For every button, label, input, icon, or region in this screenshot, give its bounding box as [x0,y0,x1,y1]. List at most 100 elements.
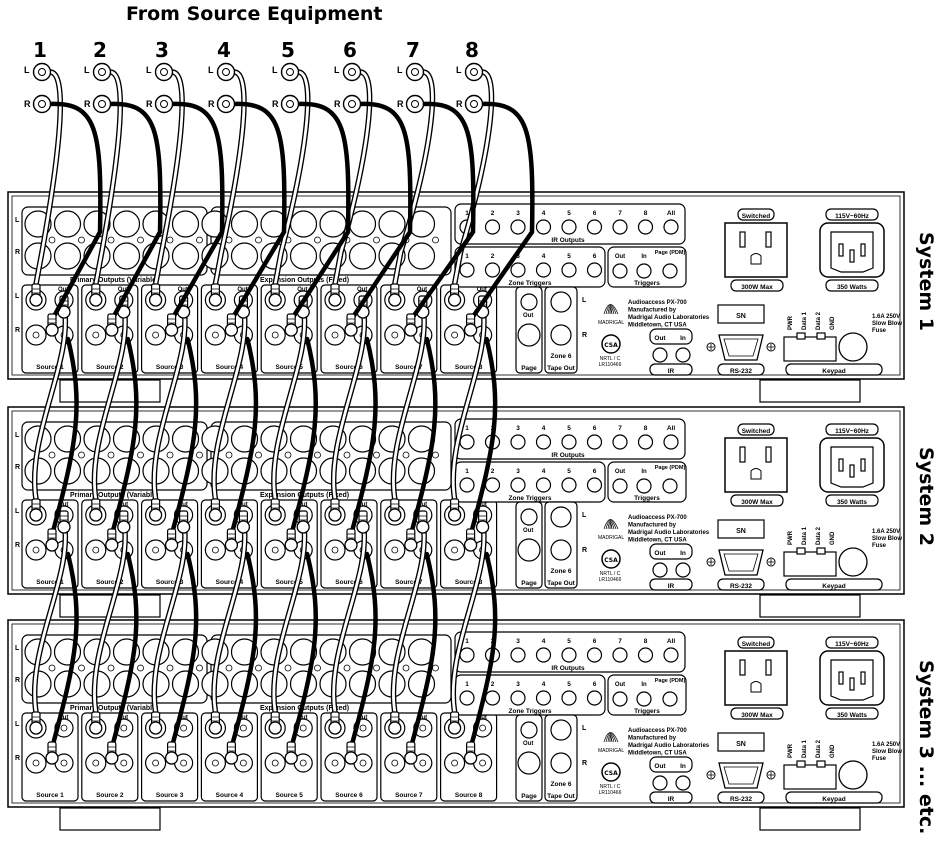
page-label: Page [521,580,537,587]
voltage-label-box [825,423,879,436]
tape-out-right-jack [550,324,572,346]
rca-plug-icon [388,711,402,735]
out-label: Out [417,502,427,508]
plug-ribs [331,716,339,722]
zone-trigger-number: 4 [542,681,546,688]
rca-plug-icon [296,510,310,534]
left-chain-cable [33,519,67,714]
right-cable-2 [107,101,163,323]
plug-ribs [107,746,116,752]
source-label-8: Source 8 [455,364,483,371]
rca-plug-icon [29,498,43,522]
jack-pin [152,546,160,554]
trigger-in-jack [636,478,652,494]
jack-pin [32,546,40,554]
plug-ribs [32,288,40,294]
output-jack [230,210,259,238]
jack-pin [299,759,307,767]
rs232-connector [718,334,764,361]
source-left-pin [470,68,478,76]
source-number-3: 3 [155,38,169,62]
source-right-pin [98,100,106,108]
product-line: Manufactured by [628,523,677,529]
watts-label-box [825,279,879,292]
plug-ribs [450,503,459,509]
plug-ribs [390,503,399,509]
rca-plug-icon [284,313,298,337]
rca-plug-icon [344,741,358,765]
foot-right [759,379,861,403]
plug-tip [105,751,119,765]
rca-plug-icon [117,510,131,534]
ir-output-jack [484,219,501,235]
plug-ribs [466,533,475,539]
left-channel-label: L [15,432,20,439]
ir-output-number: 7 [618,638,622,645]
ir-output-jack [586,219,603,235]
plug-tip [356,520,370,534]
out-label: Out [237,287,247,293]
trigger-out-label: Out [615,254,625,260]
out-label: Out [237,715,247,721]
zone-triggers-label: Zone Triggers [509,495,552,502]
plug-tip [328,293,342,307]
right-channel-label: R [272,99,279,109]
ir-output-number: 6 [593,425,597,432]
plug-ribs [390,716,399,722]
rca-plug-icon [45,313,59,337]
right-chain-cable [408,336,438,538]
zone-trigger-number: 1 [465,468,469,475]
logo-stroke [603,519,619,530]
left-cable-8 [453,70,493,286]
foot-right [759,594,861,618]
zone-trigger-number: 3 [516,681,520,688]
jack-pin [331,331,339,339]
ir-output-number: All [667,425,676,432]
output-jack [319,210,347,238]
source-label-6: Source 6 [335,792,363,799]
zone-trigger-number: 4 [542,468,546,475]
jack-pin [120,724,128,732]
left-chain-cable [392,519,426,714]
plug-tip [463,751,478,765]
output-jack [230,242,259,270]
screw-cross [768,772,774,778]
source-label-7: Source 7 [395,364,423,371]
rca-plug-icon [447,283,462,307]
source-number-5: 5 [281,38,295,62]
jack-pin [32,759,40,767]
right-chain-cable [468,551,498,751]
cert-line-2: LR110466 [599,362,622,368]
jack-pin [137,236,144,244]
left-cable-5 [273,70,310,286]
zone-trigger-number: 6 [593,468,597,475]
left-channel-label: L [582,725,587,732]
right-chain-cable [49,551,79,751]
source-left-pin [222,68,230,76]
jack-pin [314,664,321,672]
page-label: Page [521,793,537,800]
logo-stroke [605,305,617,315]
source-left-pin [348,68,356,76]
plug-tip [463,538,478,552]
page-jack [520,508,538,526]
keypad-pin-label: Data 2 [816,311,822,330]
keypad-pin-label: Data 2 [816,739,822,758]
trigger-out-jack [612,263,628,279]
keypad-label: Keypad [822,368,846,375]
jack-pin [331,759,339,767]
rca-plug-icon [164,741,179,765]
ir-out-label: Out [654,550,666,557]
zone-trigger-number: 1 [465,681,469,688]
jack-pin [239,759,247,767]
source-label-4: Source 4 [216,792,244,799]
source-label-4: Source 4 [216,364,244,371]
left-channel-label: L [582,297,587,304]
ir-output-number: 3 [516,210,520,217]
rca-plug-icon [89,283,103,307]
cert-line-1: NRTL / C [600,784,621,790]
keypad-pin-label: GND [830,316,836,330]
out-label: Out [357,715,367,721]
source-label-1: Source 1 [36,792,64,799]
max-label-box [730,279,784,292]
